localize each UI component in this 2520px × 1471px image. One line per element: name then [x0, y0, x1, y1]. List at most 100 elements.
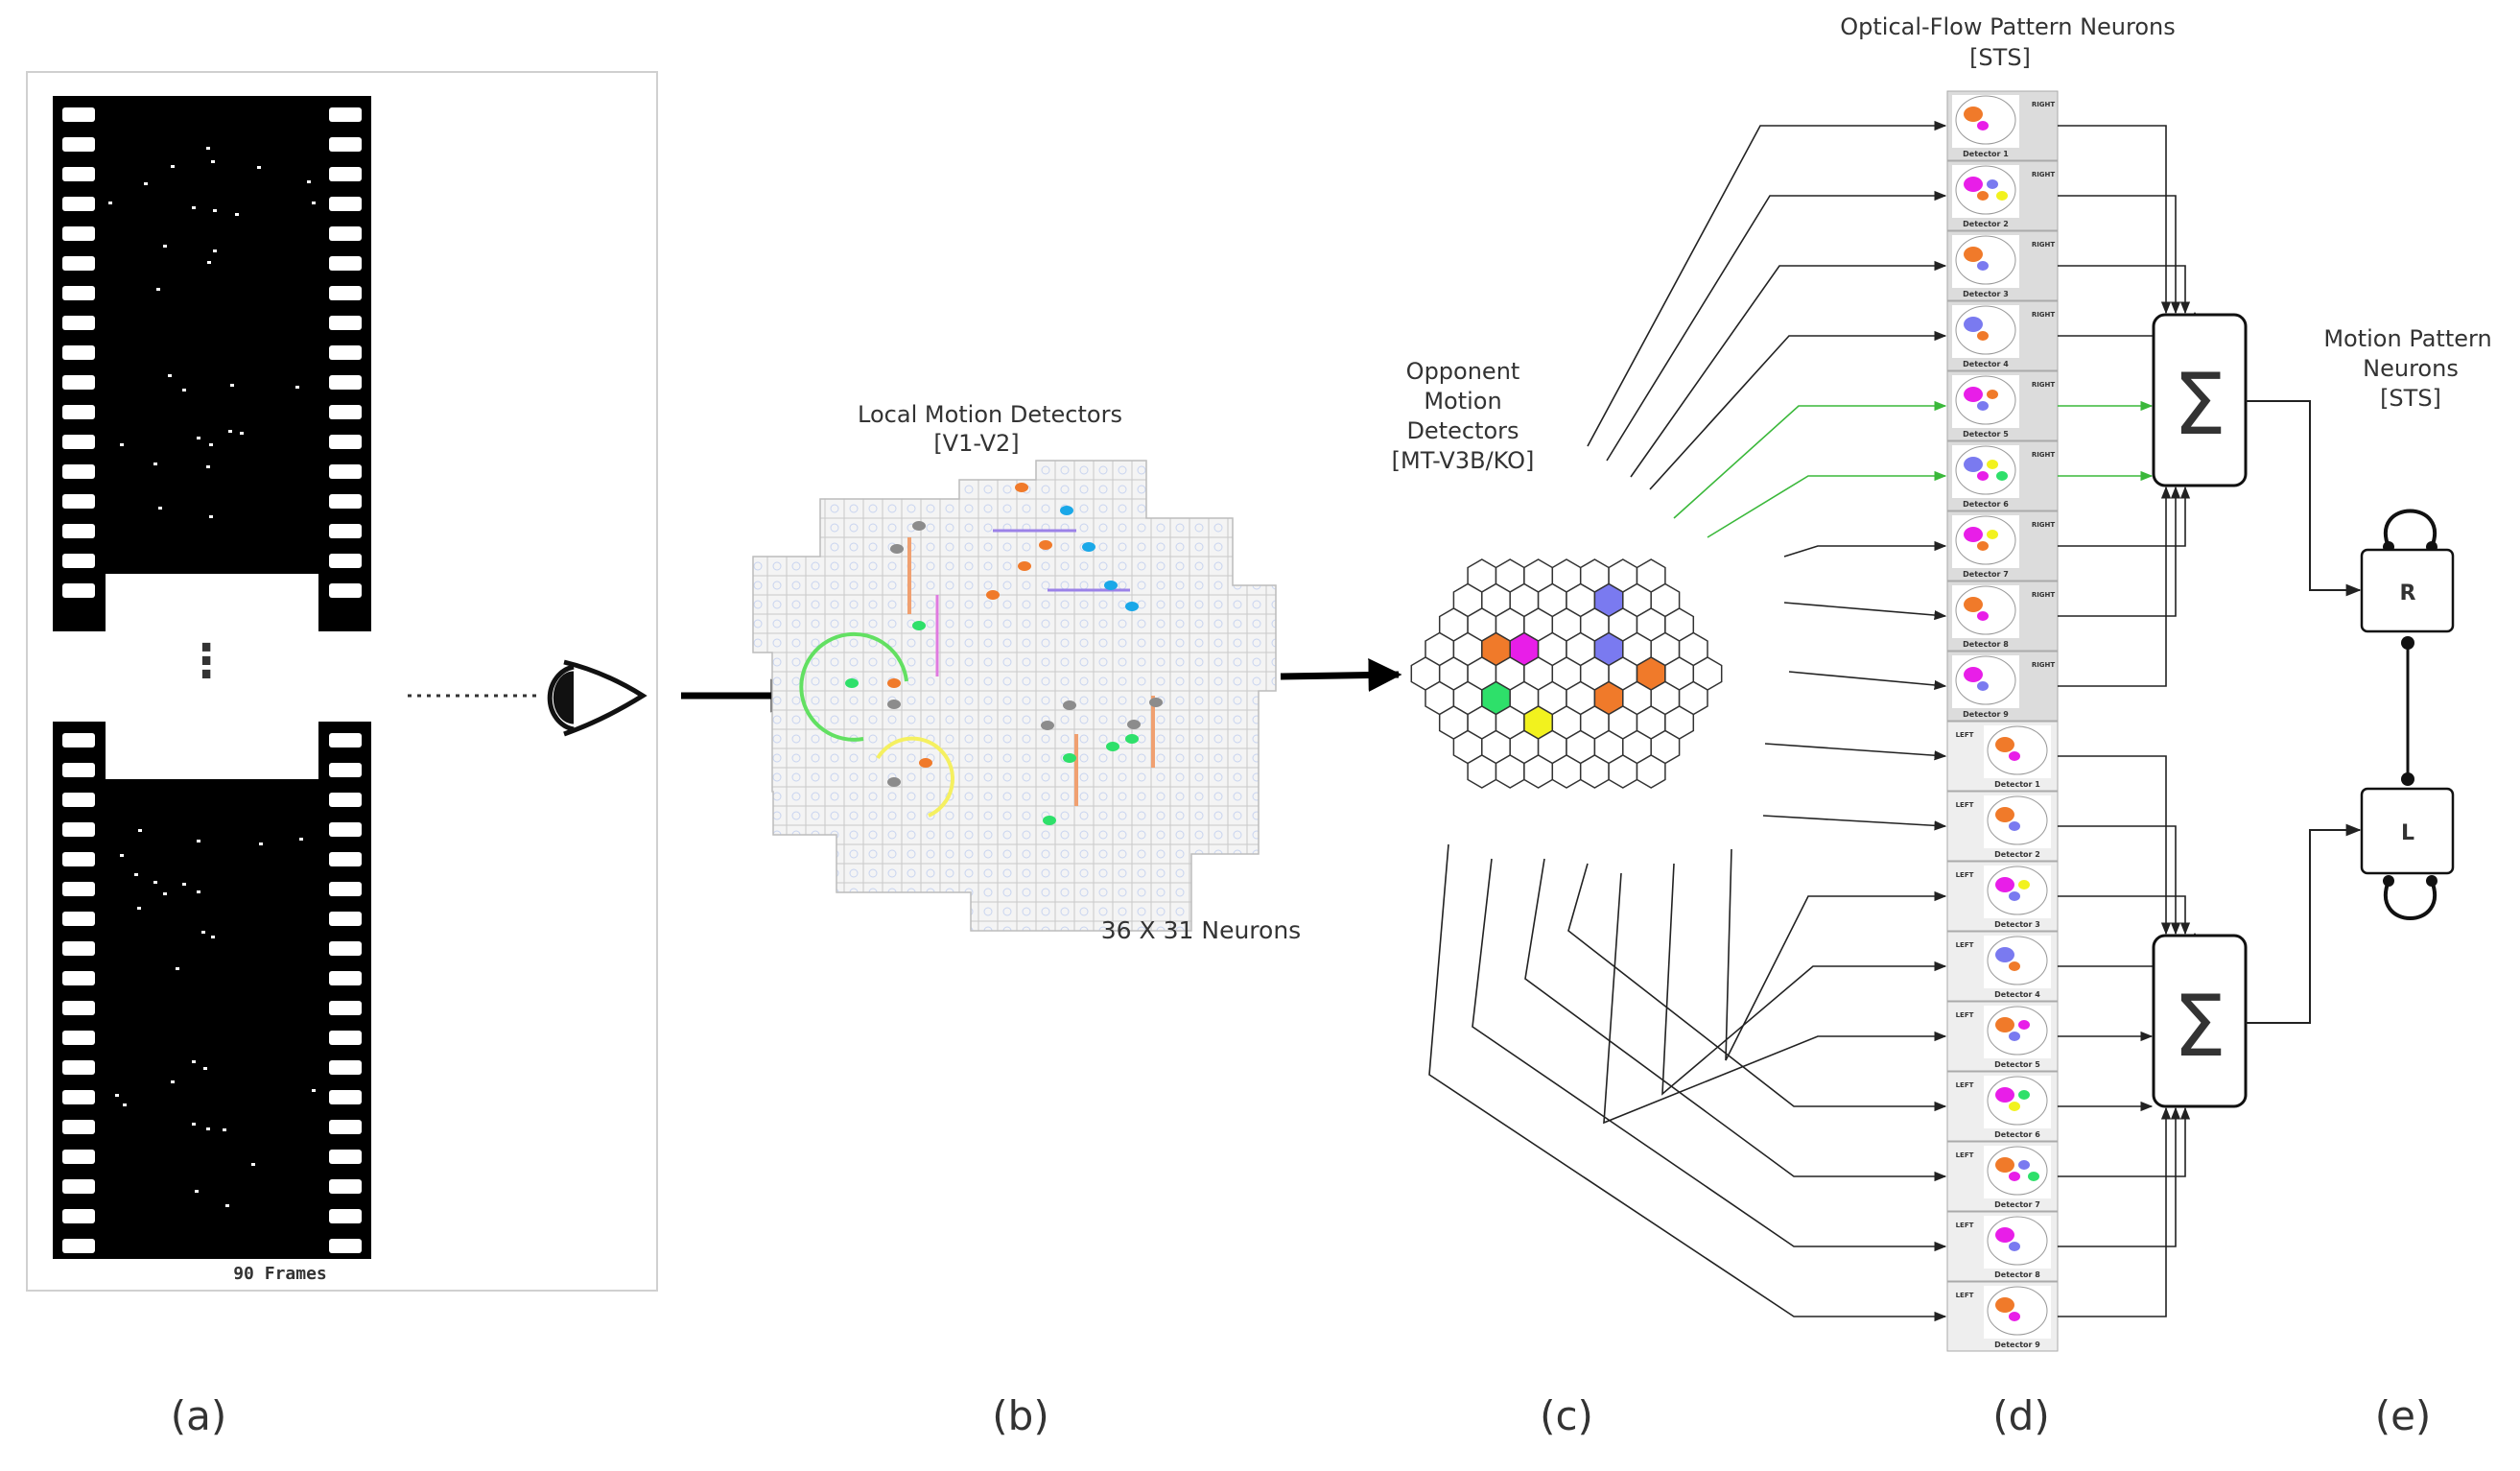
motion-detector-gray [887, 700, 901, 709]
hexagon-grid-icon [1410, 558, 1723, 789]
film-sprocket-hole [329, 137, 362, 152]
point-light-dot [182, 883, 186, 886]
film-sprocket-hole [329, 793, 362, 807]
sum-input-line [2058, 825, 2181, 936]
sum-input-line [2058, 1106, 2172, 1317]
connection-line [1472, 858, 1947, 1252]
sum-input-line [2058, 755, 2172, 936]
film-sprocket-hole [329, 405, 362, 419]
connection-line-highlighted [1707, 470, 1947, 538]
point-light-dot [158, 507, 162, 510]
film-sprocket-hole [329, 1060, 362, 1075]
film-sprocket-hole [329, 1150, 362, 1164]
detector-blob-orange [1995, 1297, 2014, 1313]
detector-receptive-field [1955, 305, 2016, 355]
detector-label: Detector 6 [1994, 1130, 2040, 1139]
film-sprocket-hole [329, 822, 362, 837]
caption-d: (d) [1992, 1392, 2049, 1439]
detector-blob-magenta [1964, 527, 1983, 542]
point-light-dot [207, 261, 211, 264]
opponent-detector-cell [1636, 754, 1666, 789]
motion-detector-green [1063, 753, 1076, 763]
film-sprocket-hole [329, 1209, 362, 1223]
film-sprocket-hole [329, 1090, 362, 1104]
film-sprocket-hole [329, 197, 362, 211]
detector-blob-blue [1977, 401, 1989, 411]
point-light-dot [203, 1067, 207, 1070]
connection-line-highlighted [1673, 400, 1947, 519]
motion-detector-orange [1015, 483, 1028, 492]
sum-input-line [2058, 486, 2191, 547]
detector-blob-blue [1964, 317, 1983, 332]
detector-blob-blue [2009, 821, 2020, 831]
motion-detector-gray [912, 521, 926, 531]
film-sprocket-hole [62, 1031, 95, 1045]
point-light-dot [211, 160, 215, 163]
motion-detector-green [1125, 734, 1139, 744]
sum-unit-right: Σ [2152, 313, 2248, 487]
detector-blob-magenta [1995, 1227, 2014, 1243]
point-light-dot [228, 430, 232, 433]
film-sprocket-hole [329, 256, 362, 271]
direction-tag: RIGHT [2032, 311, 2056, 319]
detector-label: Detector 8 [1963, 640, 2009, 649]
detector-label: Detector 6 [1963, 500, 2009, 509]
sum-input-line [2058, 125, 2172, 315]
film-sprocket-hole [62, 1239, 95, 1253]
film-sprocket-hole [62, 375, 95, 390]
film-sprocket-hole [62, 912, 95, 926]
detector-blob-yellow [1987, 460, 1998, 469]
detector-receptive-field [1955, 235, 2016, 285]
film-sprocket-hole [62, 1179, 95, 1194]
motion-detector-gray [887, 777, 901, 787]
point-light-dot [201, 931, 205, 934]
detector-blob-magenta [1977, 471, 1989, 481]
point-light-dot [176, 967, 179, 970]
direction-tag: RIGHT [2032, 591, 2056, 599]
detector-receptive-field [1987, 936, 2048, 985]
detector-blob-blue [2009, 891, 2020, 901]
point-light-dot [312, 202, 316, 204]
point-light-dot [206, 1127, 210, 1130]
direction-tag: RIGHT [2032, 661, 2056, 669]
detector-blob-green [1996, 471, 2008, 481]
film-sprocket-hole [329, 226, 362, 241]
detector-receptive-field [1955, 585, 2016, 635]
connection-line [1783, 602, 1947, 621]
opponent-detector-cell [1551, 754, 1582, 789]
detector-receptive-field [1987, 1286, 2048, 1336]
point-light-dot [197, 840, 200, 842]
point-light-dot [312, 1089, 316, 1092]
detector-label: Detector 7 [1994, 1200, 2040, 1209]
connection-line [1661, 863, 1947, 1096]
point-light-dot [115, 1094, 119, 1097]
point-light-dot [197, 437, 200, 439]
detector-receptive-field [1987, 795, 2048, 845]
point-light-dot [182, 389, 186, 391]
point-light-dot [153, 463, 157, 465]
opponent-detector-cell [1467, 754, 1497, 789]
point-light-dot [206, 147, 210, 150]
film-sprocket-hole [62, 256, 95, 271]
direction-tag: LEFT [1956, 801, 1974, 809]
connection-line [1428, 843, 1947, 1322]
detector-label: Detector 7 [1963, 570, 2009, 579]
film-sprocket-hole [329, 107, 362, 122]
detector-label: Detector 4 [1994, 990, 2040, 999]
rotation-arrow-green [799, 631, 908, 742]
motion-detector-green [1043, 816, 1056, 825]
connection-line [1783, 540, 1947, 558]
motion-detector-green [1106, 742, 1119, 751]
film-sprocket-hole [329, 882, 362, 896]
detector-label: Detector 5 [1994, 1060, 2040, 1069]
point-light-dot [195, 1190, 199, 1193]
